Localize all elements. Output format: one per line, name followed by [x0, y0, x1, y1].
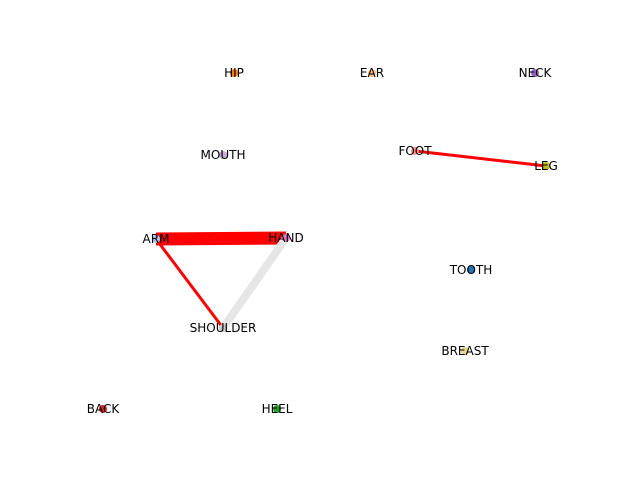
node-foot: [411, 147, 419, 155]
graph-edges: [154, 149, 547, 331]
node-ear: [368, 69, 376, 77]
node-leg: [542, 162, 550, 170]
node-label-back: BACK: [87, 402, 121, 416]
node-mouth: [219, 151, 227, 159]
node-label-ear: EAR: [360, 66, 384, 80]
node-label-arm: ARM: [143, 232, 170, 246]
node-breast: [461, 347, 469, 355]
node-label-breast: BREAST: [441, 344, 489, 358]
node-shoulder: [219, 324, 227, 332]
graph-nodes: [99, 69, 550, 413]
edge-foot-leg: [414, 149, 547, 168]
node-neck: [531, 69, 539, 77]
node-label-shoulder: SHOULDER: [190, 321, 257, 335]
node-hip: [230, 69, 238, 77]
node-label-neck: NECK: [519, 66, 553, 80]
node-label-leg: LEG: [534, 159, 558, 173]
node-arm: [152, 235, 160, 243]
edge-hand-shoulder: [219, 235, 290, 331]
node-tooth: [467, 266, 475, 274]
graph-labels: HIP EAR NECK MOUTH FOOT LEG ARM HAND TOOTH SHOULD…: [87, 66, 558, 416]
node-label-hip: HIP: [224, 66, 244, 80]
node-label-hand: HAND: [268, 231, 303, 245]
node-label-heel: HEEL: [262, 402, 293, 416]
node-label-mouth: MOUTH: [201, 148, 246, 162]
node-heel: [273, 405, 281, 413]
node-hand: [282, 234, 290, 242]
node-label-tooth: TOOTH: [449, 263, 493, 277]
edge-arm-hand: [155, 231, 287, 246]
node-back: [99, 405, 107, 413]
node-label-foot: FOOT: [398, 144, 432, 158]
edge-arm-shoulder: [154, 238, 225, 329]
